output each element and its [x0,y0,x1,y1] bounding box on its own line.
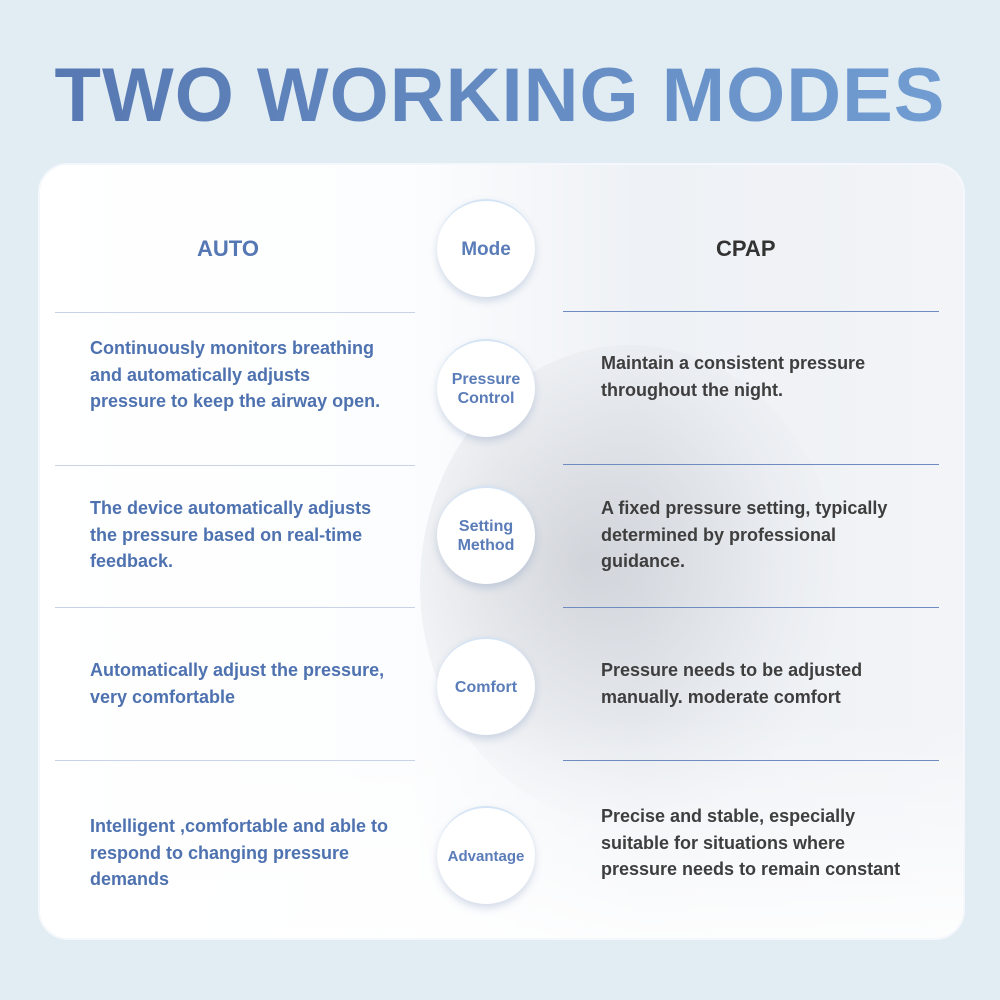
cpap-pressure-control: Maintain a consistent pressure throughou… [601,353,866,400]
cpap-advantage: Precise and stable, especially suitable … [601,806,901,879]
pressure-control-circle: Pressure Control [437,339,535,437]
cpap-setting-method: A fixed pressure setting, typically dete… [601,498,888,571]
auto-pressure-control: Continuously monitors breathing and auto… [90,338,381,411]
divider [55,465,415,466]
auto-setting-method: The device automatically adjusts the pre… [90,498,372,571]
divider [563,311,939,312]
divider [55,760,415,761]
cpap-comfort: Pressure needs to be adjusted manually. … [601,660,863,707]
auto-header: AUTO [197,236,259,261]
comfort-circle: Comfort [437,637,535,735]
divider [563,760,939,761]
auto-advantage: Intelligent ,comfortable and able to res… [90,816,389,889]
divider [55,312,415,313]
auto-comfort: Automatically adjust the pressure, very … [90,660,385,707]
mode-circle: Mode [437,199,535,297]
advantage-circle: Advantage [437,806,535,904]
divider [563,464,939,465]
setting-method-circle: Setting Method [437,486,535,584]
page-title: TWO WORKING MODES [0,52,1000,139]
divider [563,607,939,608]
divider [55,607,415,608]
cpap-header: CPAP [716,236,776,261]
